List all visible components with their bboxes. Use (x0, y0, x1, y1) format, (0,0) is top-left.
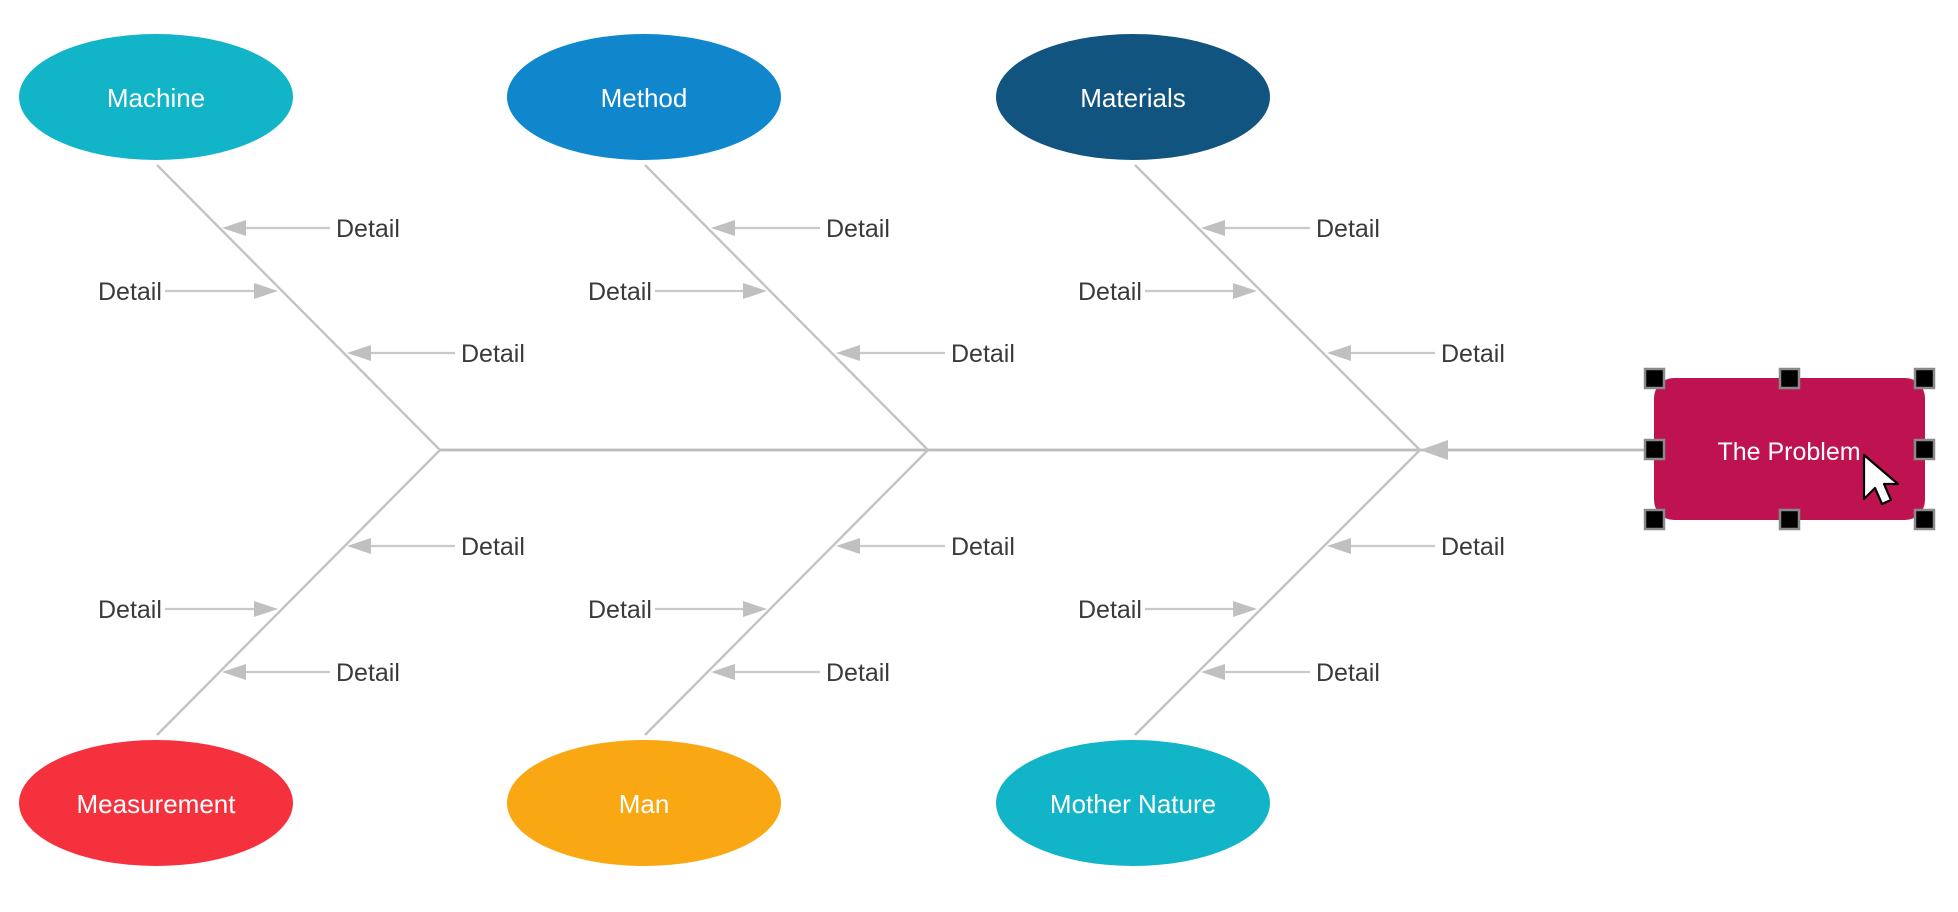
resize-handle-top-center[interactable] (1778, 367, 1801, 390)
category-label-materials: Materials (1080, 83, 1185, 113)
detail-label-measurement-2: Detail (98, 596, 162, 624)
ellipse-materials[interactable] (996, 34, 1270, 160)
resize-handle-bottom-center[interactable] (1778, 508, 1801, 531)
detail-arrow-measurement-2[interactable]: Detail (98, 596, 278, 624)
category-node-mother-nature[interactable]: Mother Nature (996, 740, 1270, 866)
bone-method[interactable] (644, 164, 929, 451)
detail-arrow-method-3[interactable]: Detail (836, 340, 1015, 368)
category-label-mother-nature: Mother Nature (1050, 789, 1216, 819)
detail-label-mother-nature-3: Detail (1316, 659, 1380, 687)
detail-arrow-mother-nature-1[interactable]: Detail (1327, 533, 1505, 561)
detail-label-machine-2: Detail (98, 278, 162, 306)
resize-handle-bottom-right[interactable] (1913, 508, 1936, 531)
detail-label-man-1: Detail (951, 533, 1015, 561)
detail-label-man-3: Detail (826, 659, 890, 687)
details-mother-nature: Detail Detail Detail (1078, 533, 1505, 687)
detail-label-mother-nature-2: Detail (1078, 596, 1142, 624)
detail-label-machine-1: Detail (336, 215, 400, 243)
resize-handle-bottom-left[interactable] (1643, 508, 1666, 531)
detail-label-method-1: Detail (826, 215, 890, 243)
detail-arrow-machine-1[interactable]: Detail (222, 215, 400, 243)
detail-label-man-2: Detail (588, 596, 652, 624)
details-method: Detail Detail Detail (588, 215, 1015, 368)
problem-label: The Problem (1717, 438, 1860, 466)
detail-label-measurement-3: Detail (336, 659, 400, 687)
detail-arrow-materials-2[interactable]: Detail (1078, 278, 1257, 306)
category-label-man: Man (619, 789, 670, 819)
details-man: Detail Detail Detail (588, 533, 1015, 687)
category-node-materials[interactable]: Materials (996, 34, 1270, 160)
detail-arrow-mother-nature-3[interactable]: Detail (1201, 659, 1380, 687)
category-label-machine: Machine (107, 83, 205, 113)
category-node-measurement[interactable]: Measurement (19, 740, 293, 866)
category-label-method: Method (601, 83, 688, 113)
detail-label-measurement-1: Detail (461, 533, 525, 561)
selection-handles[interactable] (1643, 367, 1936, 531)
detail-arrow-method-2[interactable]: Detail (588, 278, 767, 306)
problem-node[interactable]: The Problem (1654, 378, 1925, 520)
detail-label-method-2: Detail (588, 278, 652, 306)
bone-man[interactable] (644, 449, 929, 736)
bone-machine[interactable] (156, 164, 441, 451)
detail-label-mother-nature-1: Detail (1441, 533, 1505, 561)
details-materials: Detail Detail Detail (1078, 215, 1505, 368)
resize-handle-middle-left[interactable] (1643, 438, 1666, 461)
bone-measurement[interactable] (156, 449, 441, 736)
detail-arrow-man-2[interactable]: Detail (588, 596, 767, 624)
resize-handle-middle-right[interactable] (1913, 438, 1936, 461)
detail-arrow-mother-nature-2[interactable]: Detail (1078, 596, 1257, 624)
detail-label-machine-3: Detail (461, 340, 525, 368)
branch-bones-top (156, 164, 1421, 451)
details-machine: Detail Detail Detail (98, 215, 525, 368)
ellipse-measurement[interactable] (19, 740, 293, 866)
branch-bones-bottom (156, 449, 1421, 736)
detail-arrow-man-3[interactable]: Detail (711, 659, 890, 687)
resize-handle-top-right[interactable] (1913, 367, 1936, 390)
detail-arrow-man-1[interactable]: Detail (836, 533, 1015, 561)
detail-arrow-materials-3[interactable]: Detail (1327, 340, 1505, 368)
ellipse-method[interactable] (507, 34, 781, 160)
detail-label-materials-1: Detail (1316, 215, 1380, 243)
ellipse-man[interactable] (507, 740, 781, 866)
ellipse-mother-nature[interactable] (996, 740, 1270, 866)
detail-arrow-machine-2[interactable]: Detail (98, 278, 278, 306)
bone-materials[interactable] (1134, 164, 1421, 451)
detail-arrow-measurement-1[interactable]: Detail (347, 533, 525, 561)
detail-arrow-measurement-3[interactable]: Detail (222, 659, 400, 687)
detail-label-method-3: Detail (951, 340, 1015, 368)
resize-handle-top-left[interactable] (1643, 367, 1666, 390)
bone-mother-nature[interactable] (1134, 449, 1421, 736)
category-node-man[interactable]: Man (507, 740, 781, 866)
detail-arrow-materials-1[interactable]: Detail (1201, 215, 1380, 243)
detail-label-materials-3: Detail (1441, 340, 1505, 368)
detail-label-materials-2: Detail (1078, 278, 1142, 306)
spine-group (440, 440, 1660, 460)
category-node-machine[interactable]: Machine (19, 34, 293, 160)
details-measurement: Detail Detail Detail (98, 533, 525, 687)
ellipse-machine[interactable] (19, 34, 293, 160)
category-label-measurement: Measurement (77, 789, 237, 819)
category-node-method[interactable]: Method (507, 34, 781, 160)
problem-box[interactable] (1654, 378, 1925, 520)
mouse-cursor-icon (1862, 453, 1900, 506)
detail-arrow-method-1[interactable]: Detail (711, 215, 890, 243)
detail-arrow-machine-3[interactable]: Detail (347, 340, 525, 368)
spine-arrow-icon (1420, 440, 1448, 460)
